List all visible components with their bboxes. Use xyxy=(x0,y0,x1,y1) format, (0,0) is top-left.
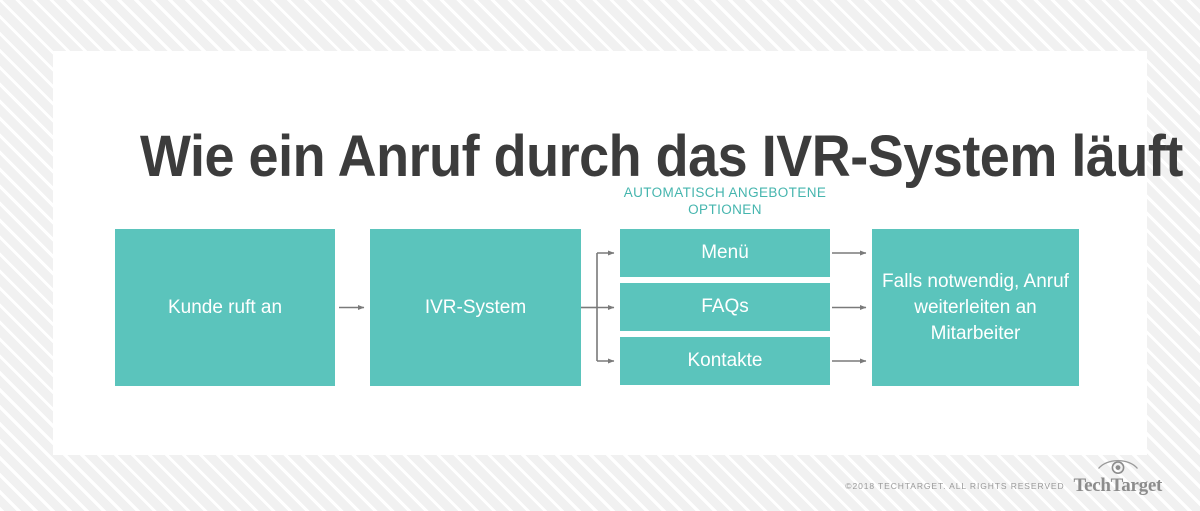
copyright-text: ©2018 TECHTARGET. ALL RIGHTS RESERVED xyxy=(845,481,1065,491)
page-title: Wie ein Anruf durch das IVR-System läuft xyxy=(140,123,1183,189)
flow-node-ivr-system: IVR-System xyxy=(370,229,581,386)
flow-node-customer: Kunde ruft an xyxy=(115,229,335,386)
techtarget-logo: TechTarget xyxy=(1074,455,1162,495)
brand-wordmark: TechTarget xyxy=(1073,475,1163,496)
eye-icon xyxy=(1097,459,1138,475)
flow-node-contacts: Kontakte xyxy=(620,337,830,385)
options-group-caption: AUTOMATISCH ANGEBOTENE OPTIONEN xyxy=(623,185,827,217)
footer: ©2018 TECHTARGET. ALL RIGHTS RESERVED Te… xyxy=(845,455,1162,495)
flow-node-faqs: FAQs xyxy=(620,283,830,331)
flow-node-menu: Menü xyxy=(620,229,830,277)
flow-node-transfer-to-agent: Falls notwendig, Anruf weiterleiten an M… xyxy=(872,229,1079,386)
